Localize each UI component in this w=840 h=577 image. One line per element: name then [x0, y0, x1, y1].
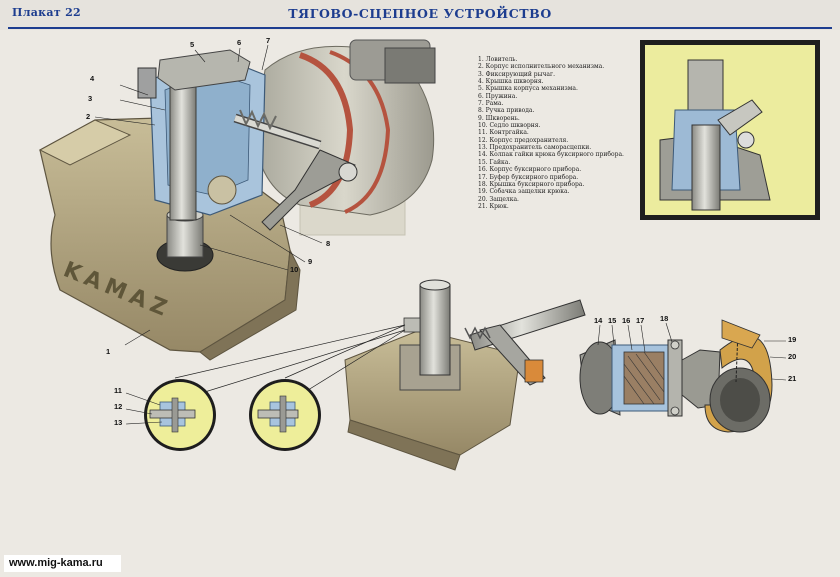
legend-item: 9. Шкворень. — [478, 114, 520, 122]
legend-item: 6. Пружина. — [478, 92, 518, 100]
detail-circle-left — [144, 379, 216, 451]
callout-8: 8 — [326, 239, 331, 248]
legend-item: 19. Собачка защелки крюка. — [478, 188, 570, 196]
callout-12: 12 — [114, 402, 123, 411]
callout-20: 20 — [788, 352, 797, 361]
callout-5: 5 — [190, 40, 195, 49]
legend-item: 16. Корпус буксирного прибора. — [478, 166, 582, 174]
callout-14: 14 — [594, 316, 603, 325]
poster-title: ТЯГОВО-СЦЕПНОЕ УСТРОЙСТВО — [288, 6, 552, 21]
legend-item: 12. Корпус предохранителя. — [478, 136, 569, 144]
detail-connector-lines — [174, 324, 406, 396]
legend-item: 10. Седло шкворня. — [478, 122, 541, 130]
towing-device-drawing — [579, 319, 773, 433]
callout-18: 18 — [660, 314, 669, 323]
callout-3: 3 — [88, 94, 93, 103]
callout-4: 4 — [90, 74, 95, 83]
header-band — [0, 0, 840, 30]
legend-item: 4. Крышка шкворня. — [478, 78, 544, 86]
watermark-url: www.mig-kama.ru — [4, 555, 121, 572]
detail-circle-right — [249, 379, 321, 451]
legend-item: 8. Ручка привода. — [478, 107, 535, 115]
callout-6: 6 — [237, 38, 242, 47]
legend-item: 2. Корпус исполнительного механизма. — [478, 63, 605, 71]
callout-11: 11 — [114, 386, 122, 395]
plakat-number: Плакат 22 — [12, 6, 81, 19]
main-leader-lines — [94, 44, 323, 346]
legend-item: 5. Крышка корпуса механизма. — [478, 85, 578, 93]
towing-leader-lines — [597, 322, 787, 381]
callout-13: 13 — [114, 418, 123, 427]
legend-item: 13. Предохранитель саморасцепки. — [478, 144, 592, 152]
callout-19: 19 — [788, 335, 797, 344]
callout-17: 17 — [636, 316, 645, 325]
legend-item: 11. Контргайка. — [478, 129, 529, 137]
callout-21: 21 — [788, 374, 797, 383]
circle-leader-lines — [125, 392, 163, 425]
legend-item: 14. Колпак гайки крюка буксирного прибор… — [478, 151, 624, 159]
middle-coupling-drawing — [344, 279, 586, 471]
legend-item: 17. Буфер буксирного прибора. — [478, 173, 579, 181]
legend-item: 15. Гайка. — [478, 158, 511, 166]
legend-item: 18. Крышка буксирного прибора. — [478, 180, 585, 188]
legend-item: 20. Защелка. — [478, 195, 519, 203]
callout-2: 2 — [86, 112, 91, 121]
callout-9: 9 — [308, 257, 313, 266]
callout-7: 7 — [266, 36, 271, 45]
callout-10: 10 — [290, 265, 299, 274]
legend-item: 21. Крюк. — [478, 202, 509, 210]
callout-16: 16 — [622, 316, 631, 325]
parts-legend: 1. Ловитель. 2. Корпус исполнительного м… — [478, 56, 648, 210]
title-rule — [8, 27, 832, 29]
inset-drawing — [640, 40, 820, 220]
legend-item: 3. Фиксирующий рычаг. — [478, 70, 556, 78]
legend-item: 7. Рама. — [478, 100, 504, 108]
callout-1: 1 — [106, 347, 111, 356]
legend-item: 1. Ловитель. — [478, 56, 518, 63]
callout-15: 15 — [608, 316, 617, 325]
main-coupling-drawing — [38, 39, 436, 361]
